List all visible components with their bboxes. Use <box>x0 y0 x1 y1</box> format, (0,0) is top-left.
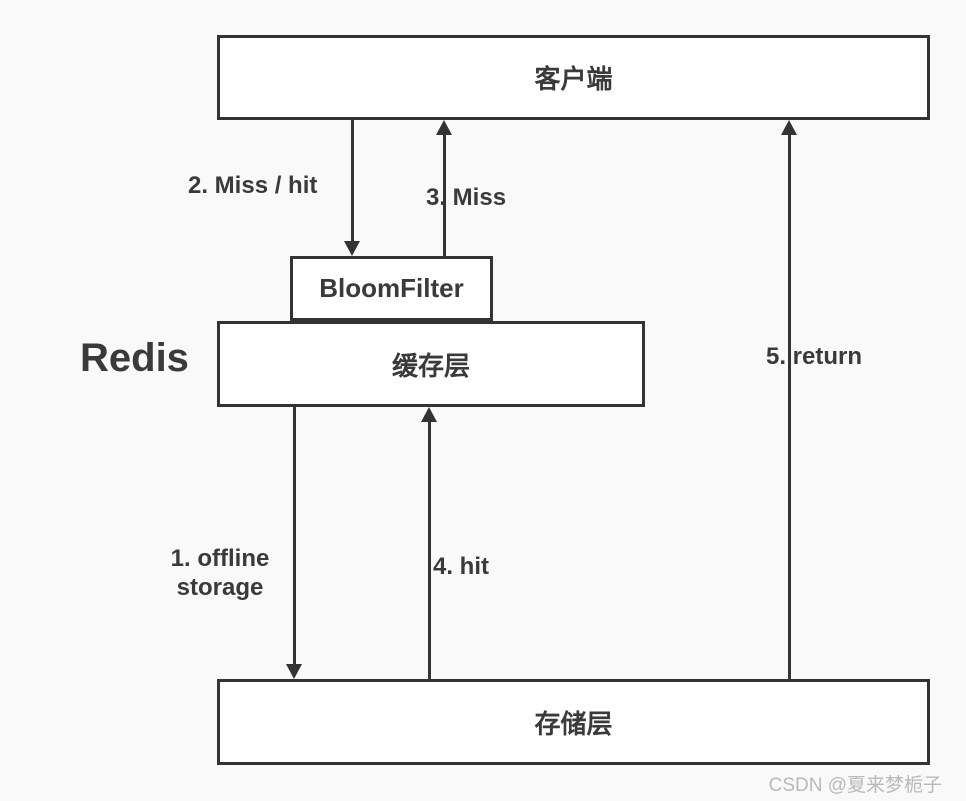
edge-miss-hit-label: 2. Miss / hit <box>188 172 318 199</box>
edge-hit-arrow-shaft <box>427 419 431 679</box>
edge-offline-storage-arrow-shaft <box>292 407 296 667</box>
edge-offline-storage-arrow <box>286 407 302 679</box>
edge-return-label: 5. return <box>766 343 863 370</box>
edge-hit-label: 4. hit <box>433 553 490 580</box>
edge-miss-arrow <box>436 120 452 256</box>
arrowhead-down-icon <box>286 664 302 679</box>
edge-miss-label: 3. Miss <box>426 184 507 211</box>
arrowhead-up-icon <box>436 120 452 135</box>
cache-layer-node: 缓存层 <box>217 321 645 407</box>
edge-miss-hit-arrow <box>344 120 360 256</box>
edge-miss-arrow-shaft <box>442 132 446 256</box>
arrowhead-down-icon <box>344 241 360 256</box>
edge-offline-storage-label: 1. offline storage <box>170 545 270 601</box>
client-node-label: 客户端 <box>534 64 613 94</box>
client-node: 客户端 <box>217 35 930 120</box>
cache-layer-node-label: 缓存层 <box>391 350 470 381</box>
watermark: CSDN @夏来梦栀子 <box>768 775 942 796</box>
arrowhead-up-icon <box>781 120 797 135</box>
redis-label: Redis <box>80 336 189 380</box>
bloom-filter-node: BloomFilter <box>290 256 493 321</box>
bloom-filter-node-label: BloomFilter <box>319 273 464 303</box>
storage-layer-node: 存储层 <box>217 679 930 765</box>
storage-layer-node-label: 存储层 <box>534 708 613 739</box>
edge-miss-hit-arrow-shaft <box>350 120 354 244</box>
edge-hit-arrow <box>421 407 437 679</box>
arrowhead-up-icon <box>421 407 437 422</box>
edge-return-arrow-shaft <box>787 132 791 679</box>
edge-return-arrow <box>781 120 797 679</box>
